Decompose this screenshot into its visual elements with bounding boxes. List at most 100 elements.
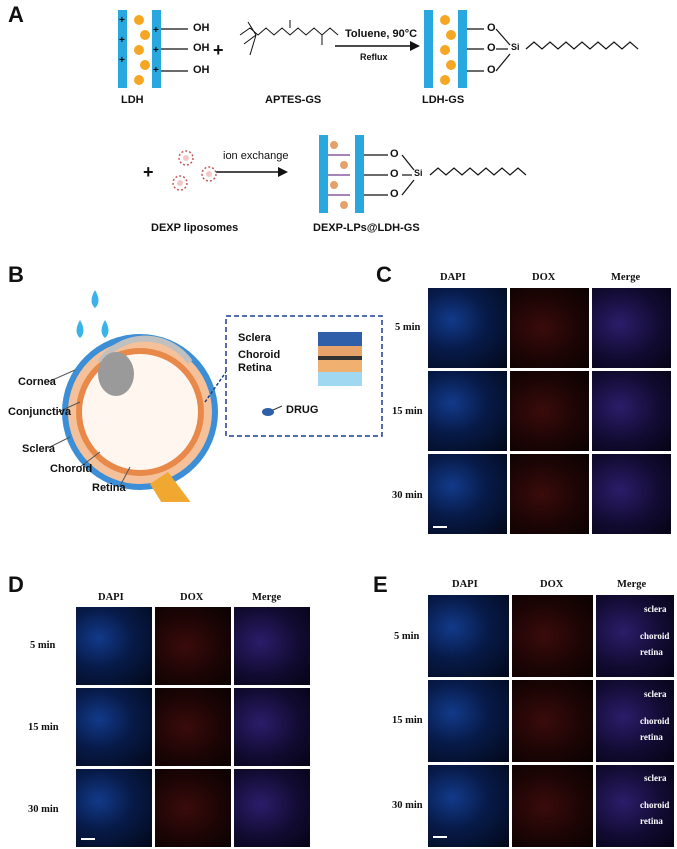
eye-diagram [47,290,383,502]
si-label: Si [414,168,423,178]
ldh-plate-product [319,135,364,213]
panel-letter-e: E [373,572,388,597]
scale-bar [433,526,447,528]
row-label: 30 min [28,804,59,815]
overlay-choroid: choroid [640,716,670,726]
ion-exchange-arrow [216,167,288,177]
overlay-sclera: sclera [644,604,667,614]
column-header-dox: DOX [180,592,204,603]
micrograph-dapi [427,764,510,848]
cornea-label: Cornea [18,376,56,388]
row-label: 15 min [28,722,59,733]
micrograph-dox [154,768,232,848]
sclera-label: Sclera [22,443,56,455]
si-label: Si [511,42,520,52]
micrograph-dox [509,287,590,369]
o-label: O [390,168,399,180]
micrograph-dox [511,679,594,763]
dexp-product-label: DEXP-LPs@LDH-GS [313,222,420,234]
micrograph-merge [233,606,311,686]
plus-sign: + [153,45,159,56]
oh-label: OH [193,22,210,34]
column-header-dapi: DAPI [440,272,466,283]
reaction-condition-top: Toluene, 90°C [345,28,418,40]
micrograph-dox [511,764,594,848]
plus-sign: + [119,55,125,66]
anion-circles [134,15,456,85]
panel-letter-c: C [376,262,392,287]
inset-choroid-label: Choroid [238,349,281,361]
panel-letter-a: A [8,2,24,27]
overlay-choroid: choroid [640,800,670,810]
product-liposomes [328,141,350,209]
column-header-dox: DOX [540,579,564,590]
micrograph-dapi [427,287,508,369]
aptes-structure [239,20,339,56]
scale-bar [81,838,95,840]
dexp-liposomes-label: DEXP liposomes [151,222,239,234]
liposome-cores [177,155,212,186]
ldh-label: LDH [121,94,144,106]
plus-sign: + [119,35,125,46]
overlay-sclera: sclera [644,773,667,783]
drop-icon [101,320,109,338]
row-label: 5 min [395,322,421,333]
o-label: O [487,22,496,34]
plus-sign: + [119,15,125,26]
row-label: 15 min [392,715,423,726]
overlay-retina: retina [640,647,663,657]
overlay-retina: retina [640,816,663,826]
column-header-merge: Merge [617,579,647,590]
retina-label: Retina [92,482,126,494]
micrograph-dapi [427,679,510,763]
overlay-sclera: sclera [644,689,667,699]
plus-operator: + [143,162,154,182]
product-bonds [364,154,527,196]
reaction-arrow [335,41,420,51]
oh-label: OH [193,42,210,54]
ldh-plate-left [118,10,161,88]
drop-icon [91,290,99,308]
drop-icon [76,320,84,338]
micrograph-merge [595,594,675,678]
ion-exchange-label: ion exchange [223,150,289,162]
micrograph-dapi [427,370,508,452]
row-label: 15 min [392,406,423,417]
choroid-label: Choroid [50,463,93,475]
oh-bonds [161,28,188,72]
row-label: 5 min [394,631,420,642]
column-header-merge: Merge [252,592,282,603]
o-label: O [487,42,496,54]
micrograph-merge [233,768,311,848]
micrograph-dox [511,594,594,678]
ldh-gs-label: LDH-GS [422,94,465,106]
overlay-retina: retina [640,732,663,742]
drug-label: DRUG [286,404,319,416]
plus-sign: + [153,65,159,76]
o-label: O [390,188,399,200]
inset-sclera-label: Sclera [238,332,272,344]
micrograph-dox [509,370,590,452]
micrograph-dapi [75,768,153,848]
column-header-merge: Merge [611,272,641,283]
column-header-dapi: DAPI [98,592,124,603]
o-label: O [390,148,399,160]
panel-a-scheme [118,10,639,213]
micrograph-dox [154,606,232,686]
micrograph-merge [591,370,672,452]
column-header-dox: DOX [532,272,556,283]
optic-nerve [150,472,191,502]
aptes-gs-label: APTES-GS [265,94,322,106]
tissue-layers [318,332,362,386]
ldh-plate-right [424,10,467,88]
scale-bar [433,836,447,838]
row-label: 30 min [392,490,423,501]
micrograph-dapi [427,453,508,535]
o-label: O [487,64,496,76]
micrograph-merge [591,453,672,535]
plus-sign: + [153,25,159,36]
micrograph-merge [595,679,675,763]
inset-retina-label: Retina [238,362,272,374]
micrograph-merge [233,687,311,767]
plus-operator: + [213,40,224,60]
